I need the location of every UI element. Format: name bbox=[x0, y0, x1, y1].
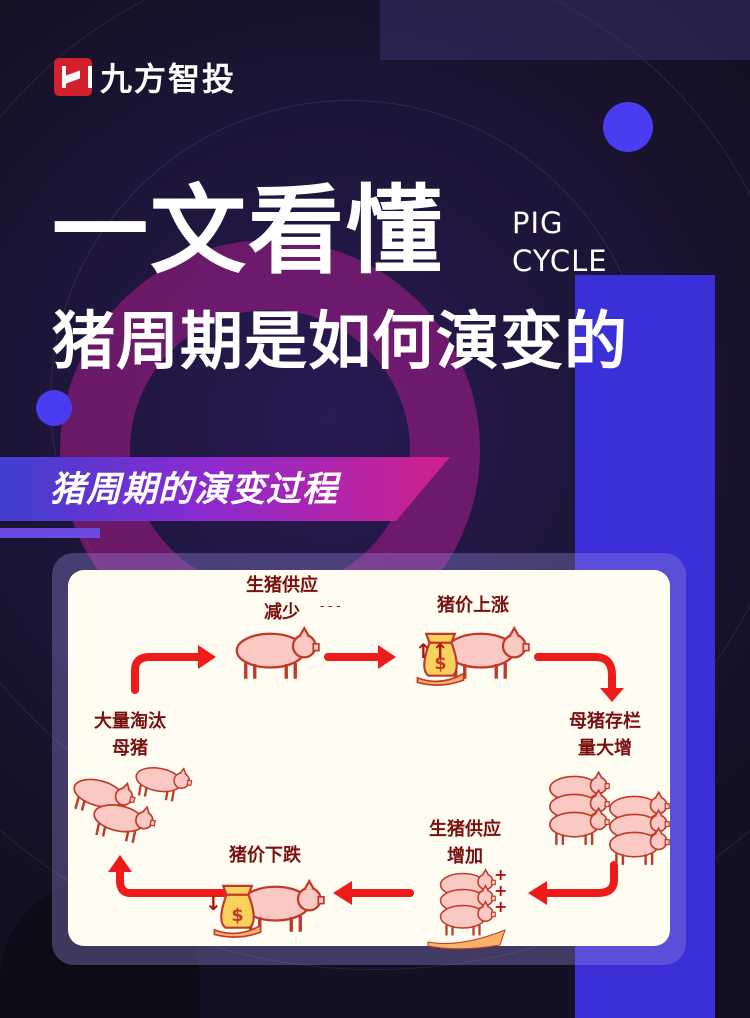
step-label: 猪价下跌 bbox=[229, 845, 301, 866]
step-sow-increase: 母猪存栏 量大增 bbox=[540, 708, 670, 762]
step-supply-increase: 生猪供应 增加 bbox=[400, 816, 530, 870]
decor-dot bbox=[603, 102, 653, 152]
title-tag: PIG CYCLE bbox=[512, 204, 608, 280]
step-label: 大量淘汰 bbox=[94, 711, 166, 732]
banner-underline bbox=[0, 528, 100, 538]
logo-icon bbox=[54, 58, 92, 96]
step-label: 减少 bbox=[264, 602, 300, 623]
step-label: 母猪存栏 bbox=[569, 711, 641, 732]
section-banner bbox=[0, 457, 450, 521]
section-title: 猪周期的演变过程 bbox=[50, 470, 339, 510]
decor-block bbox=[380, 0, 750, 60]
step-price-fall: 猪价下跌 bbox=[200, 842, 330, 869]
brand-name: 九方智投 bbox=[100, 60, 237, 98]
decor-ring bbox=[0, 0, 750, 970]
step-price-rise: 猪价上涨 bbox=[408, 592, 538, 619]
step-supply-decrease: 生猪供应 减少 bbox=[217, 572, 347, 626]
tag-line: PIG bbox=[512, 206, 564, 240]
brand-logo: 九方智投 bbox=[54, 54, 236, 100]
step-label: 量大增 bbox=[578, 738, 632, 759]
step-cull-sows: 大量淘汰 母猪 bbox=[65, 708, 195, 762]
step-label: 母猪 bbox=[112, 738, 148, 759]
step-label: 生猪供应 bbox=[429, 819, 501, 840]
step-label: 生猪供应 bbox=[246, 575, 318, 596]
page-title: 一文看懂 bbox=[52, 175, 444, 287]
decor-dot bbox=[36, 390, 72, 426]
page-subtitle: 猪周期是如何演变的 bbox=[52, 305, 628, 378]
step-label: 增加 bbox=[447, 846, 483, 867]
tag-line: CYCLE bbox=[512, 244, 608, 278]
step-label: 猪价上涨 bbox=[437, 595, 509, 616]
